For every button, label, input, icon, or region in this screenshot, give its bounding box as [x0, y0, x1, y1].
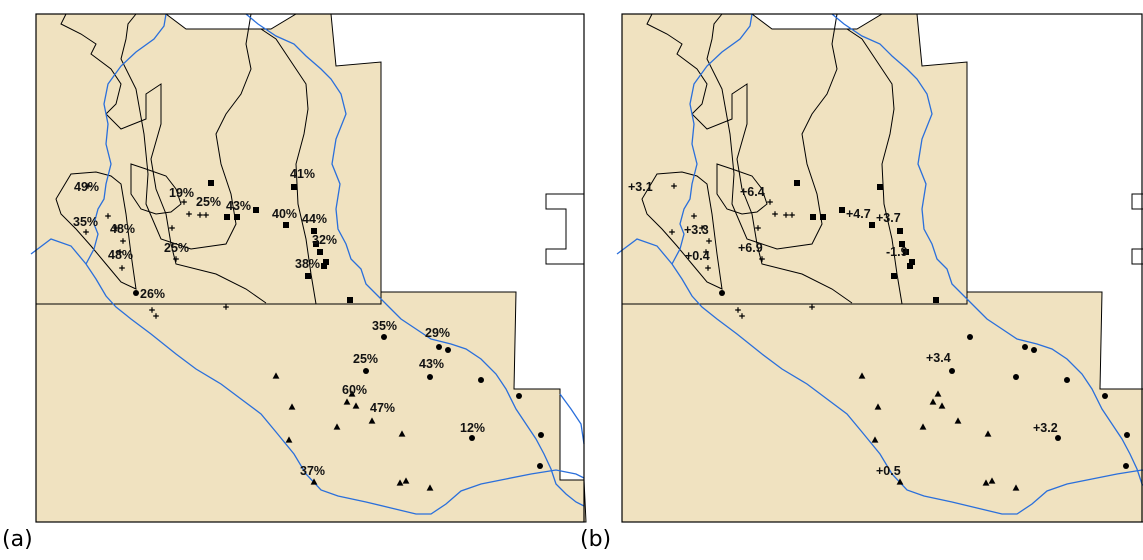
circle-station-marker [1022, 344, 1028, 350]
map-label: +6.4 [740, 185, 765, 199]
square-station-marker [347, 297, 353, 303]
map-label: 41% [290, 167, 315, 181]
circle-station-marker [427, 374, 433, 380]
circle-station-marker [478, 377, 484, 383]
circle-station-marker [436, 344, 442, 350]
square-station-marker [208, 180, 214, 186]
panel-b-labels: +3.1 +3.3 +0.4 +6.4 +6.9 +4.7 +3.7 -1.9 … [628, 180, 1058, 478]
map-label: 44% [302, 212, 327, 226]
map-label: 29% [425, 326, 450, 340]
square-station-marker [909, 259, 915, 265]
square-station-marker [810, 214, 816, 220]
circle-station-marker [133, 290, 139, 296]
map-panel-a: 49% 35% 48% 48% 19% 25% 43% 25% 41% 40% … [30, 13, 587, 523]
square-station-marker [283, 222, 289, 228]
map-label: 25% [353, 352, 378, 366]
map-label: 26% [140, 287, 165, 301]
map-label: 35% [372, 319, 397, 333]
map-label: +3.2 [1033, 421, 1058, 435]
square-station-marker [891, 273, 897, 279]
circle-station-marker [1123, 463, 1129, 469]
map-label: 19% [169, 186, 194, 200]
circle-station-marker [538, 432, 544, 438]
circle-station-marker [949, 368, 955, 374]
map-label: 35% [73, 215, 98, 229]
map-label: 60% [342, 383, 367, 397]
panel-b-letter: (b) [580, 527, 612, 552]
square-station-marker [291, 184, 297, 190]
map-label: 25% [164, 241, 189, 255]
map-label: 43% [226, 199, 251, 213]
square-station-marker [253, 207, 259, 213]
circle-station-marker [1124, 432, 1130, 438]
map-label: 49% [74, 180, 99, 194]
square-station-marker [224, 214, 230, 220]
map-label: +3.7 [876, 211, 901, 225]
panel-a-frame [35, 13, 585, 523]
circle-station-marker [516, 393, 522, 399]
circle-station-marker [537, 463, 543, 469]
map-label: 32% [312, 233, 337, 247]
map-label: +3.4 [926, 351, 951, 365]
map-label: +3.3 [684, 223, 709, 237]
map-label: -1.9 [886, 245, 908, 259]
square-station-marker [234, 214, 240, 220]
map-label: 12% [460, 421, 485, 435]
map-label: 40% [272, 207, 297, 221]
map-label: +0.5 [876, 464, 901, 478]
square-station-marker [323, 259, 329, 265]
map-panel-b: +3.1 +3.3 +0.4 +6.4 +6.9 +4.7 +3.7 -1.9 … [616, 13, 1143, 523]
circle-station-marker [381, 334, 387, 340]
square-station-marker [317, 249, 323, 255]
circle-station-marker [469, 435, 475, 441]
circle-station-marker [1064, 377, 1070, 383]
circle-station-marker [1102, 393, 1108, 399]
map-label: +4.7 [846, 207, 871, 221]
panel-b-frame [621, 13, 1143, 523]
square-station-marker [839, 207, 845, 213]
square-station-marker [794, 180, 800, 186]
square-station-marker [877, 184, 883, 190]
map-label: 48% [108, 248, 133, 262]
circle-station-marker [967, 334, 973, 340]
square-station-marker [305, 273, 311, 279]
map-label: +3.1 [628, 180, 653, 194]
square-station-marker [933, 297, 939, 303]
circle-station-marker [719, 290, 725, 296]
map-label: 37% [300, 464, 325, 478]
map-label: 25% [196, 195, 221, 209]
square-station-marker [897, 228, 903, 234]
circle-station-marker [363, 368, 369, 374]
circle-station-marker [445, 347, 451, 353]
map-label: +6.9 [738, 241, 763, 255]
square-station-marker [869, 222, 875, 228]
map-label: 47% [370, 401, 395, 415]
map-label: 38% [295, 257, 320, 271]
circle-station-marker [1031, 347, 1037, 353]
circle-station-marker [1013, 374, 1019, 380]
square-station-marker [820, 214, 826, 220]
panel-a-labels: 49% 35% 48% 48% 19% 25% 43% 25% 41% 40% … [73, 167, 485, 478]
map-label: 48% [110, 222, 135, 236]
circle-station-marker [1055, 435, 1061, 441]
map-label: 43% [419, 357, 444, 371]
panel-a-letter: (a) [2, 527, 33, 552]
map-label: +0.4 [685, 249, 710, 263]
